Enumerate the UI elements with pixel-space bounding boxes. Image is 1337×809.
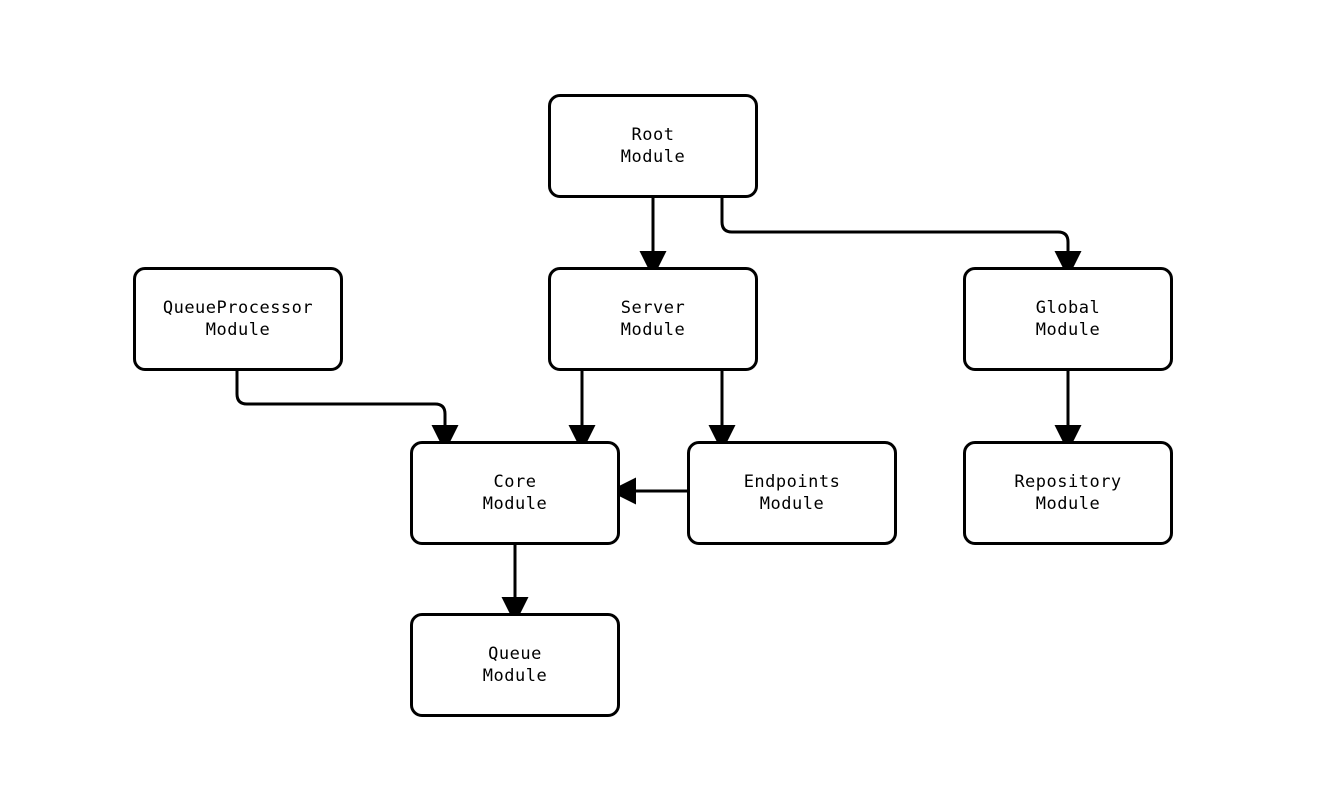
node-label-name: Core	[493, 472, 537, 492]
edge-queueprocessor-to-core	[235, 371, 459, 452]
node-label-suffix: Module	[759, 494, 825, 514]
node-label-suffix: Module	[482, 494, 548, 514]
edge-paths	[235, 197, 1082, 624]
node-label-name: Repository	[1014, 472, 1122, 492]
node-label-suffix: Module	[205, 320, 271, 340]
node-label-suffix: Module	[620, 147, 686, 167]
node-label-suffix: Module	[482, 666, 548, 686]
node-label-suffix: Module	[1035, 320, 1101, 340]
edge-root-to-global	[720, 197, 1082, 278]
node-label-suffix: Module	[1035, 494, 1101, 514]
node-label-name: QueueProcessor	[162, 298, 314, 318]
node-label-name: Queue	[488, 644, 542, 664]
node-label-name: Global	[1035, 298, 1101, 318]
node-label-suffix: Module	[620, 320, 686, 340]
node-label-name: Root	[631, 125, 675, 145]
node-label-name: Endpoints	[743, 472, 841, 492]
node-label-name: Server	[620, 298, 686, 318]
